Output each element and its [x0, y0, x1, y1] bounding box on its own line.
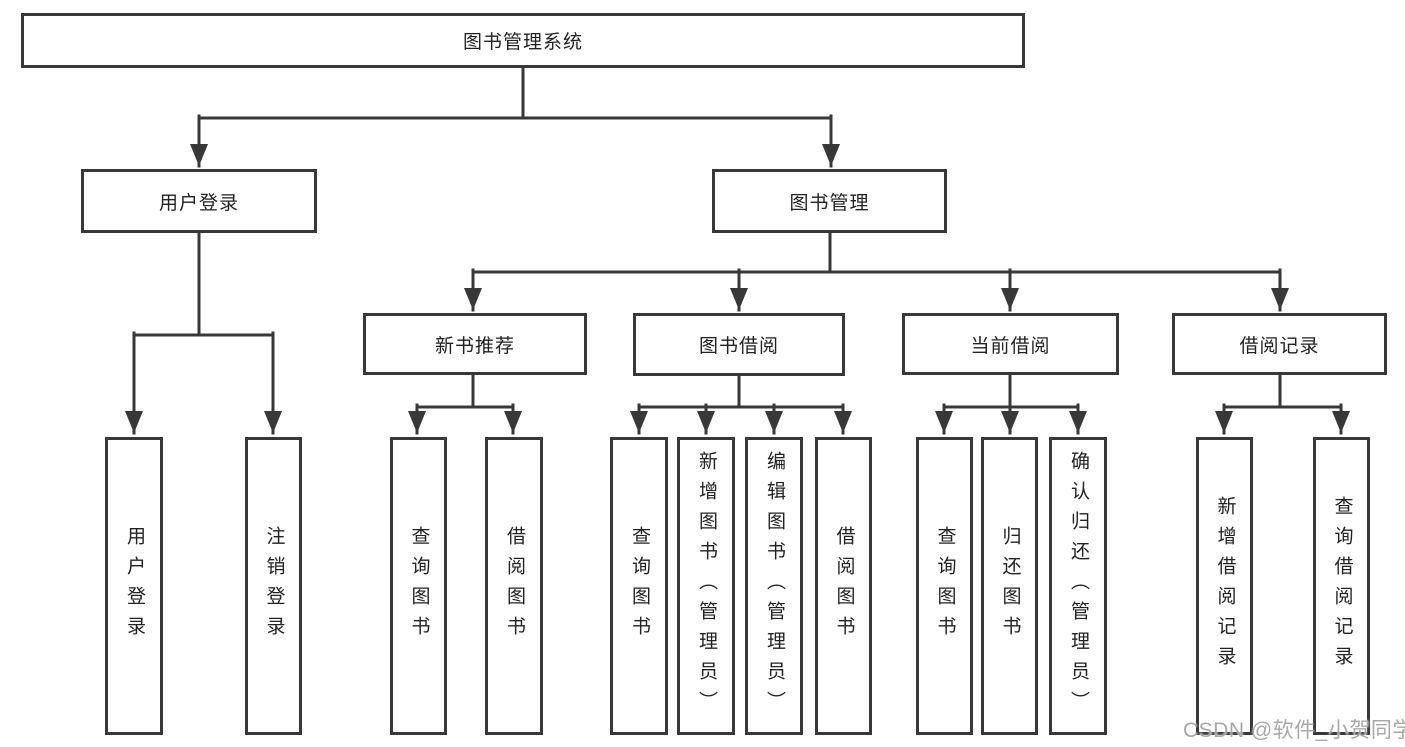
leaf-confirm-return-admin: 确认归还（管理员）	[1049, 437, 1107, 735]
leaf-return-books: 归还图书	[981, 437, 1038, 735]
leaf-search-books-recommend: 查询图书	[390, 437, 447, 735]
leaf-add-books-admin: 新增图书（管理员）	[677, 437, 735, 735]
leaf-user-login: 用户登录	[105, 437, 163, 735]
leaf-search-books-current: 查询图书	[916, 437, 973, 735]
leaf-borrow-books: 借阅图书	[815, 437, 872, 735]
csdn-watermark: CSDN @软件_小贺同学	[1183, 719, 1405, 742]
leaf-search-books-borrow: 查询图书	[610, 437, 668, 735]
leaf-borrow-books-recommend: 借阅图书	[485, 437, 543, 735]
node-root: 图书管理系统	[21, 13, 1025, 68]
node-current-borrow: 当前借阅	[902, 313, 1119, 375]
node-book-borrow: 图书借阅	[633, 313, 845, 376]
node-user-login: 用户登录	[81, 169, 317, 233]
node-book-management: 图书管理	[712, 169, 947, 233]
node-borrow-records: 借阅记录	[1172, 313, 1387, 375]
leaf-edit-books-admin: 编辑图书（管理员）	[745, 437, 803, 735]
leaf-logout: 注销登录	[245, 437, 302, 735]
node-new-book-recommend: 新书推荐	[363, 313, 587, 375]
leaf-add-borrow-record: 新增借阅记录	[1196, 437, 1253, 735]
leaf-search-borrow-record: 查询借阅记录	[1313, 437, 1370, 735]
